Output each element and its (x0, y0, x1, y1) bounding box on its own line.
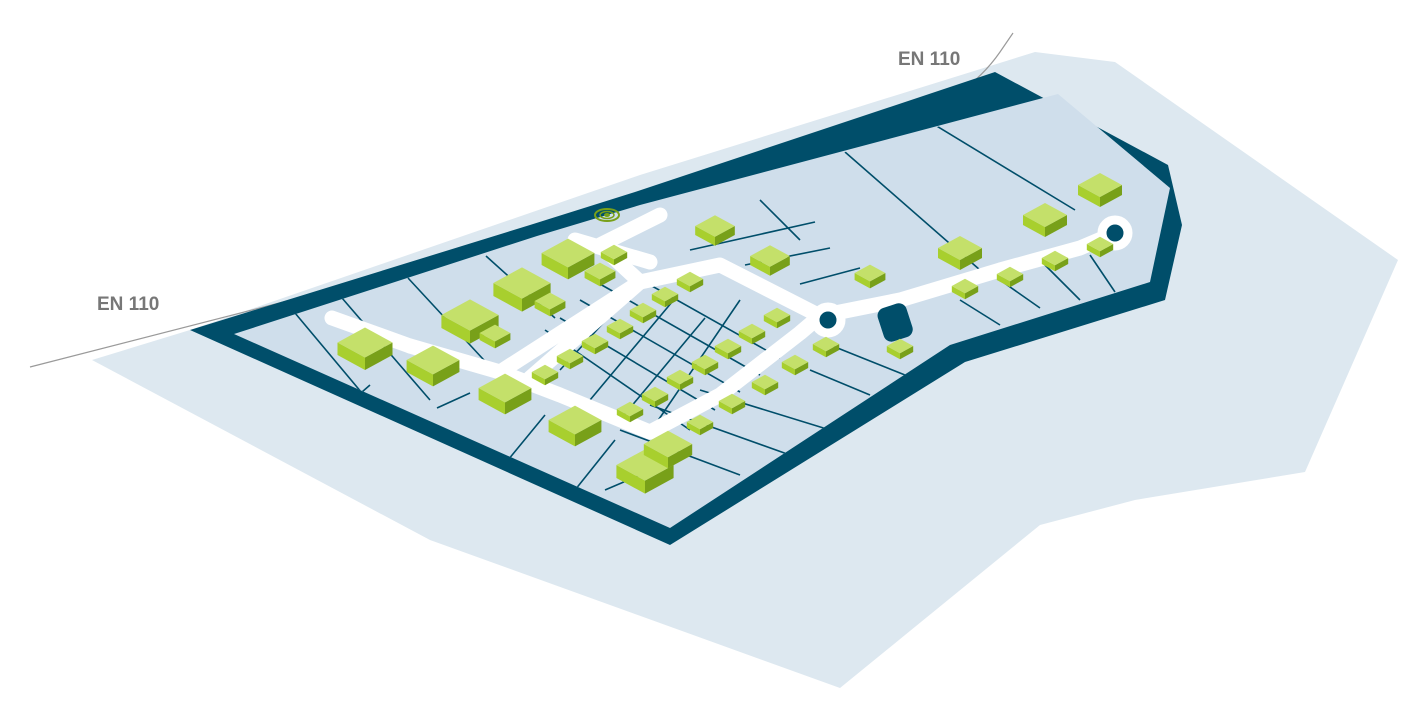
landmark-icon (594, 208, 620, 222)
building-icon (886, 338, 914, 360)
road-block-loop (642, 308, 828, 440)
building-icon (337, 327, 393, 370)
building-icon (938, 236, 982, 270)
building-icon (750, 245, 790, 276)
road-label-west: EN 110 (97, 294, 159, 315)
building-icon (478, 373, 532, 415)
building-icon (534, 292, 566, 317)
building-icon (1078, 173, 1122, 207)
road-label-north: EN 110 (898, 49, 960, 70)
building-icon (738, 323, 766, 345)
plot-area (234, 94, 1170, 528)
building-icon (541, 238, 595, 280)
building-icon (643, 430, 693, 469)
building-icon (714, 338, 742, 360)
cul-de-sac-icon (1097, 215, 1133, 251)
building-icon (763, 307, 791, 329)
building-icon (406, 345, 460, 387)
building-icon (581, 333, 609, 355)
building-icon (951, 278, 979, 300)
building-icon (1086, 236, 1114, 258)
building-icon (616, 401, 644, 423)
building-icon (584, 262, 616, 287)
building-icon (691, 354, 719, 376)
building-icon (556, 348, 584, 370)
building-icon (695, 215, 735, 246)
road-inner-west (522, 274, 648, 386)
building-icon (600, 244, 628, 266)
building-icon (606, 318, 634, 340)
building-icon (479, 324, 511, 349)
road-southwest (492, 364, 658, 440)
building-icon (751, 374, 779, 396)
building-icon (781, 354, 809, 376)
building-icon (441, 299, 499, 344)
building-icon (1041, 250, 1069, 272)
building-icon (718, 393, 746, 415)
building-icon (676, 271, 704, 293)
building-icon (996, 266, 1024, 288)
parking-lot (877, 303, 913, 342)
building-icon (666, 369, 694, 391)
buildings (337, 173, 1122, 494)
building-icon (812, 336, 840, 358)
building-icon (1023, 203, 1067, 237)
building-icon (854, 264, 886, 289)
building-icon (629, 302, 657, 324)
roundabout-icon (810, 302, 846, 338)
building-icon (493, 267, 551, 312)
building-icon (686, 414, 714, 436)
building-icon (531, 364, 559, 386)
building-icon (641, 386, 669, 408)
building-icon (548, 405, 602, 447)
building-icon (651, 286, 679, 308)
